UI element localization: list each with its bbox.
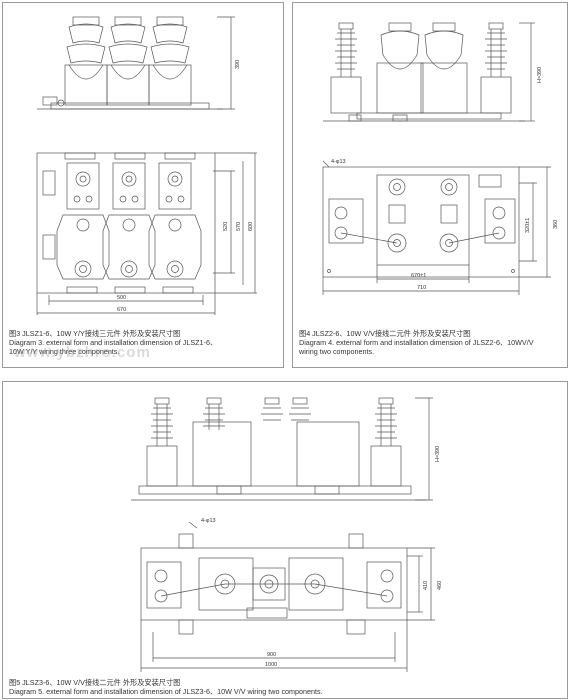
d4-dim-320: 320±1 [525, 218, 531, 233]
d5-dim-1000: 1000 [265, 662, 277, 668]
diagram-4-caption: 图4 JLSZ2-6、10W V/V接线二元件 外形及安装尺寸图 Diagram… [299, 329, 534, 356]
watermark-text: www.ybzhro.com [14, 344, 151, 361]
d4-dim-670: 670±1 [411, 273, 426, 279]
d4-plan-view [322, 160, 520, 278]
d3-dim-670: 670 [117, 307, 126, 313]
d5-dim-460: 460 [437, 581, 443, 590]
diagram-5-drawing: H≈390 4-φ13 410 460 900 1000 [131, 397, 443, 672]
d3-plan-view [36, 152, 216, 294]
d4-caption-en-1: Diagram 4. external form and installatio… [299, 338, 534, 347]
d4-caption-en-2: wiring two components. [299, 347, 375, 356]
d3-caption-en-2: 10W Y/Y wiring three components. [9, 347, 120, 356]
d4-dim-height: H≈390 [537, 67, 543, 83]
d3-caption-cn: 图3 JLSZ1-6、10W Y/Y接线三元件 外形及安装尺寸图 [9, 329, 181, 338]
diagram-4-drawing: H≈390 4-φ13 320±1 360 670±1 710 [322, 22, 559, 295]
d4-caption-cn: 图4 JLSZ2-6、10W V/V接线二元件 外形及安装尺寸图 [299, 329, 471, 338]
d3-insulators [37, 16, 223, 110]
d5-dim-hole: 4-φ13 [201, 518, 216, 524]
d5-dim-900: 900 [267, 652, 276, 658]
d5-caption-en: Diagram 5. external form and installatio… [9, 687, 323, 696]
diagram-3-caption: 图3 JLSZ1-6、10W Y/Y接线三元件 外形及安装尺寸图 Diagram… [9, 329, 217, 356]
d5-dim-410: 410 [423, 581, 429, 590]
d3-caption-en-1: Diagram 3. external form and installatio… [9, 338, 218, 347]
d4-dim-hole: 4-φ13 [331, 159, 346, 165]
d5-elevation [131, 397, 427, 501]
d4-dim-360: 360 [553, 220, 559, 229]
d3-dim-height: 390 [235, 60, 241, 69]
d3-dim-570: 570 [236, 222, 242, 231]
diagram-5-panel: H≈390 4-φ13 410 460 900 1000 图5 JLSZ3-6、… [2, 381, 568, 699]
d5-dim-height: H≈390 [435, 446, 441, 462]
d4-elevation [323, 22, 525, 122]
diagram-4-panel: H≈390 4-φ13 320±1 360 670±1 710 图4 JLSZ2… [292, 2, 568, 368]
diagram-3-panel: 390 520 570 600 500 670 图3 JLSZ1-6、10W Y… [2, 2, 284, 368]
diagram-3-drawing: 390 520 570 600 500 670 [36, 16, 257, 315]
d3-dim-600: 600 [248, 222, 254, 231]
d5-plan-view [140, 533, 408, 635]
diagram-5-caption: 图5 JLSZ3-6、10W V/V接线二元件 外形及安装尺寸图 Diagram… [9, 678, 323, 696]
d4-dim-710: 710 [417, 285, 426, 291]
d3-dim-500: 500 [117, 295, 126, 301]
d3-dim-520: 520 [223, 222, 229, 231]
d5-caption-cn: 图5 JLSZ3-6、10W V/V接线二元件 外形及安装尺寸图 [9, 678, 181, 687]
